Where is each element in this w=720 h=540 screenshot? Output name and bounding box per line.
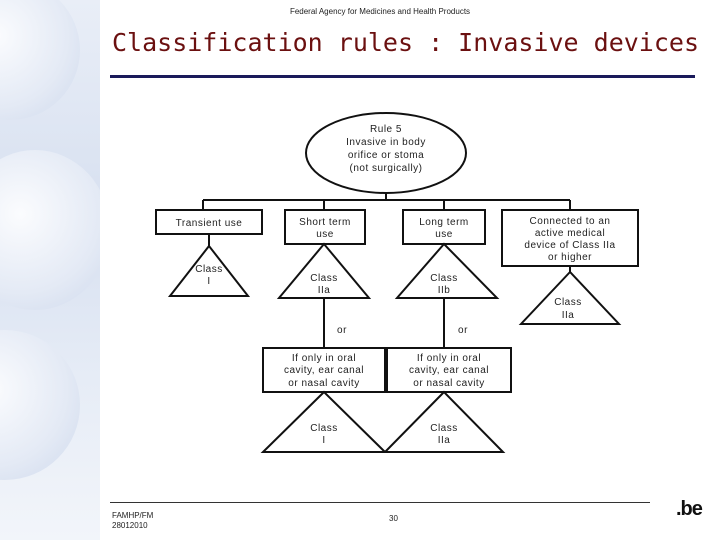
root-label-line4: (not surgically) [349, 163, 422, 174]
category-label-transient: Transient use [176, 218, 243, 229]
exception-class-2-line2: IIa [438, 435, 451, 446]
category-label-connected-2: active medical [535, 228, 605, 239]
category-label-short-term-2: use [316, 229, 334, 240]
be-logo: .be [676, 498, 702, 521]
exception-1-line1: If only in oral [292, 353, 356, 364]
class-label-4-line1: Class [554, 297, 582, 308]
root-label-line2: Invasive in body [346, 137, 426, 148]
exception-2-line3: or nasal cavity [413, 378, 484, 389]
root-label-line1: Rule 5 [370, 124, 402, 135]
class-label-3-line1: Class [430, 273, 458, 284]
footer-org: FAMHP/FM [112, 511, 153, 521]
exception-class-1-line2: I [322, 435, 325, 446]
category-label-short-term-1: Short term [299, 217, 351, 228]
category-label-long-term-2: use [435, 229, 453, 240]
class-label-1-line1: Class [195, 264, 223, 275]
exception-1-line3: or nasal cavity [288, 378, 359, 389]
class-label-2-line2: IIa [318, 285, 331, 296]
footer-info: FAMHP/FM 28012010 [112, 511, 153, 531]
category-label-connected-3: device of Class IIa [524, 240, 615, 251]
or-label-2: or [458, 325, 468, 336]
category-label-connected-4: or higher [548, 252, 592, 263]
or-label-1: or [337, 325, 347, 336]
root-label-line3: orifice or stoma [348, 150, 424, 161]
class-label-2-line1: Class [310, 273, 338, 284]
exception-2-line1: If only in oral [417, 353, 481, 364]
page-number: 30 [389, 514, 398, 523]
exception-class-2-line1: Class [430, 423, 458, 434]
exception-class-1-line1: Class [310, 423, 338, 434]
class-label-1-line2: I [207, 276, 210, 287]
class-label-4-line2: IIa [562, 310, 575, 321]
exception-1-line2: cavity, ear canal [284, 365, 364, 376]
category-label-long-term-1: Long term [419, 217, 469, 228]
category-label-connected-1: Connected to an [530, 216, 611, 227]
footer-date: 28012010 [112, 521, 153, 531]
exception-2-line2: cavity, ear canal [409, 365, 489, 376]
class-label-3-line2: IIb [438, 285, 451, 296]
footer-divider [110, 502, 650, 503]
